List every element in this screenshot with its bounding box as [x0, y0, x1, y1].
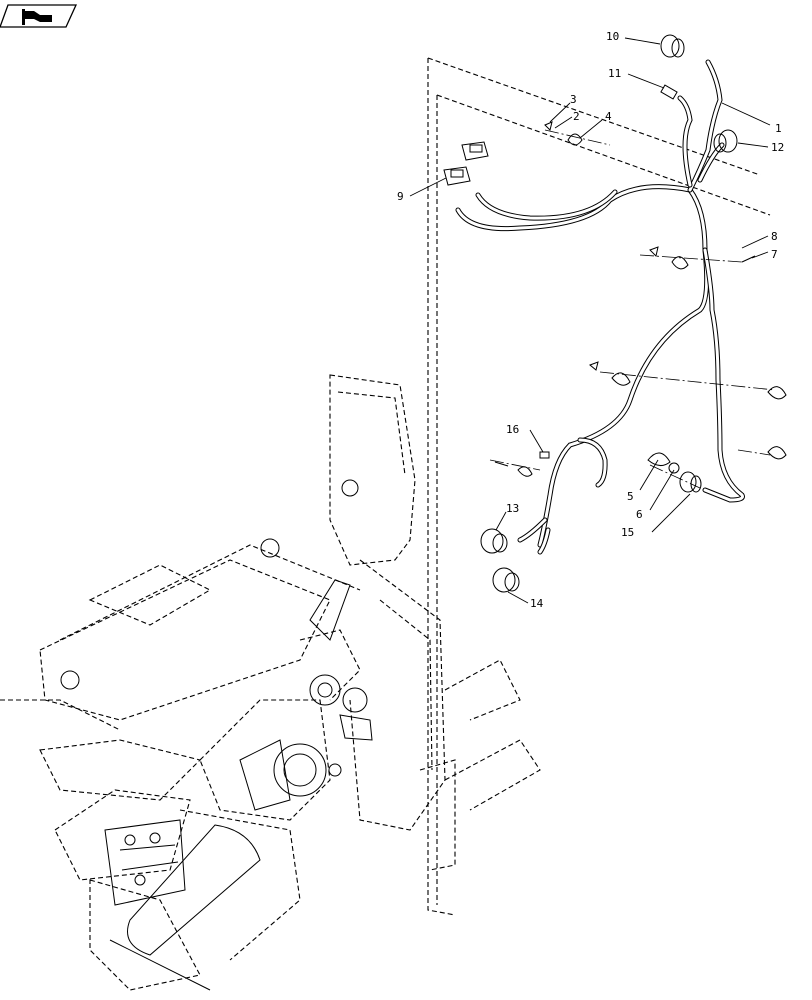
callout-15: 15	[621, 493, 691, 539]
callout-7: 7	[751, 248, 778, 261]
callout-13: 13	[495, 502, 519, 531]
callout-number: 2	[573, 110, 580, 123]
callout-number: 6	[636, 508, 643, 521]
callout-3: 3	[549, 93, 577, 123]
callout-1: 1	[721, 102, 782, 135]
alignment-lines	[489, 129, 776, 489]
callout-number: 3	[570, 93, 577, 106]
callout-number: 14	[530, 597, 544, 610]
callout-12: 12	[737, 141, 784, 154]
callout-number: 9	[397, 190, 404, 203]
callout-number: 16	[506, 423, 519, 436]
callout-4: 4	[579, 110, 612, 139]
callout-6: 6	[636, 469, 675, 521]
pump-assembly	[60, 479, 373, 991]
harness-connectors	[443, 34, 787, 593]
assembly-frame	[427, 57, 771, 916]
callout-2: 2	[554, 110, 580, 129]
callout-14: 14	[507, 591, 544, 610]
callout-number: 15	[621, 526, 634, 539]
tractor-frame	[0, 374, 541, 991]
callout-number: 12	[771, 141, 784, 154]
callout-8: 8	[741, 230, 778, 249]
callout-number: 4	[605, 110, 612, 123]
callout-5: 5	[627, 459, 659, 503]
callout-10: 10	[606, 30, 661, 45]
page-nav-flag-icon[interactable]	[0, 4, 78, 28]
callout-number: 8	[771, 230, 778, 243]
callout-number: 10	[606, 30, 619, 43]
callout-number: 1	[775, 122, 782, 135]
callout-number: 13	[506, 502, 519, 515]
callout-9: 9	[397, 177, 447, 203]
callout-16: 16	[506, 423, 544, 453]
callout-11: 11	[608, 67, 665, 89]
callout-number: 11	[608, 67, 621, 80]
callout-number: 5	[627, 490, 634, 503]
callout-number: 7	[771, 248, 778, 261]
